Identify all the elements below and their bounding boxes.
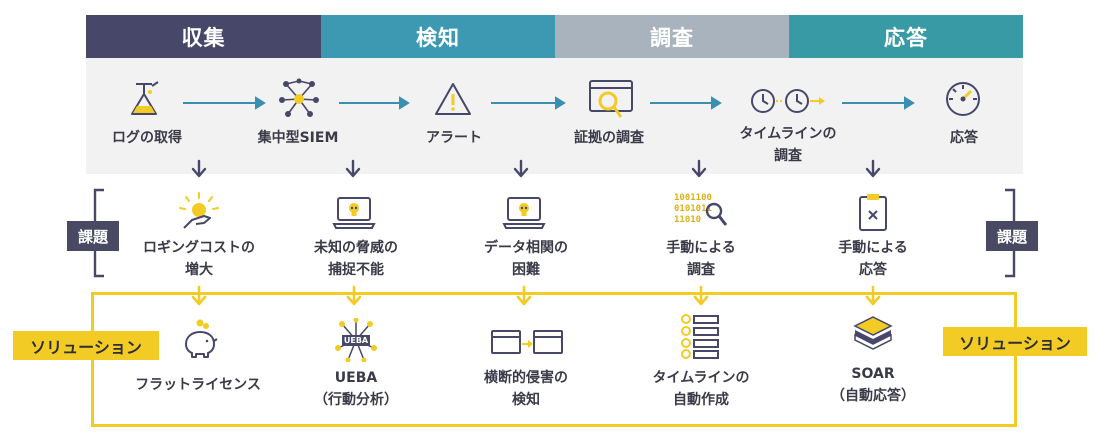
binary-line-1: 1001100 [674,193,712,203]
magnifier-window-icon [589,80,633,118]
process-label-respond: 応答 [950,130,978,146]
warning-icon [435,83,471,115]
binary-line-3: 11010 [674,215,702,225]
coin-hand-icon [179,192,219,229]
issue-label-3b: 困難 [512,262,540,278]
process-band [86,58,1023,174]
timeline-list-icon [681,314,719,359]
solution-label-5b: （自動応答） [831,388,915,404]
issue-label-1: ロギングコストの [143,240,255,256]
flask-icon [131,81,159,115]
solution-label-1: フラットライセンス [135,377,261,393]
binary-search-icon: 1001100 0101011 11010 [674,193,734,235]
clocks-icon [751,89,825,113]
issues-tag-left: 課題 [67,221,119,251]
issue-label-4: 手動による [666,240,736,256]
process-label-siem: 集中型SIEM [257,130,339,146]
laptop-skull-icon [502,197,546,229]
solution-label-4: タイムラインの [652,370,750,386]
binary-line-2: 0101011 [674,204,712,214]
clipboard-icon [859,194,887,231]
issues-tag-right: 課題 [986,221,1038,251]
phase-detect: 検知 [321,15,555,58]
issue-label-5: 手動による [838,240,908,256]
solutions-tag-right: ソリューション [943,327,1087,356]
process-label-timeline-2: 調査 [774,148,802,164]
issue-label-1b: 増大 [185,262,213,278]
issue-label-5b: 応答 [859,262,887,278]
gauge-icon [946,82,980,116]
solution-label-2b: （行動分析） [314,392,398,408]
solution-label-4b: 自動作成 [673,392,729,408]
layers-icon [853,316,893,350]
laptop-skull-icon [332,197,376,229]
issue-label-2: 未知の脅威の [314,240,398,256]
windows-link-icon [491,330,563,354]
ueba-icon: UEBA [334,318,378,362]
solutions-tag-left: ソリューション [13,331,159,360]
piggy-bank-icon [185,319,218,358]
process-label-timeline: タイムラインの [739,126,837,142]
solution-label-3: 横断的侵害の [484,370,568,386]
process-label-log: ログの取得 [112,130,182,146]
solution-label-2: UEBA [334,370,378,386]
phase-respond: 応答 [789,15,1023,58]
ueba-network-icon [335,318,377,362]
issue-label-4b: 調査 [687,262,715,278]
issue-label-2b: 捕捉不能 [328,262,384,278]
solution-label-3b: 検知 [512,392,540,408]
phase-investigate: 調査 [555,15,789,58]
magnifier-icon [705,202,728,226]
process-label-alert: アラート [426,130,482,146]
solution-label-5: SOAR [851,366,895,382]
network-icon [279,78,319,117]
process-label-evidence: 証拠の調査 [574,130,644,146]
phase-collect: 収集 [86,15,321,58]
ueba-badge: UEBA [342,335,370,346]
issue-label-3: データ相関の [484,240,568,256]
